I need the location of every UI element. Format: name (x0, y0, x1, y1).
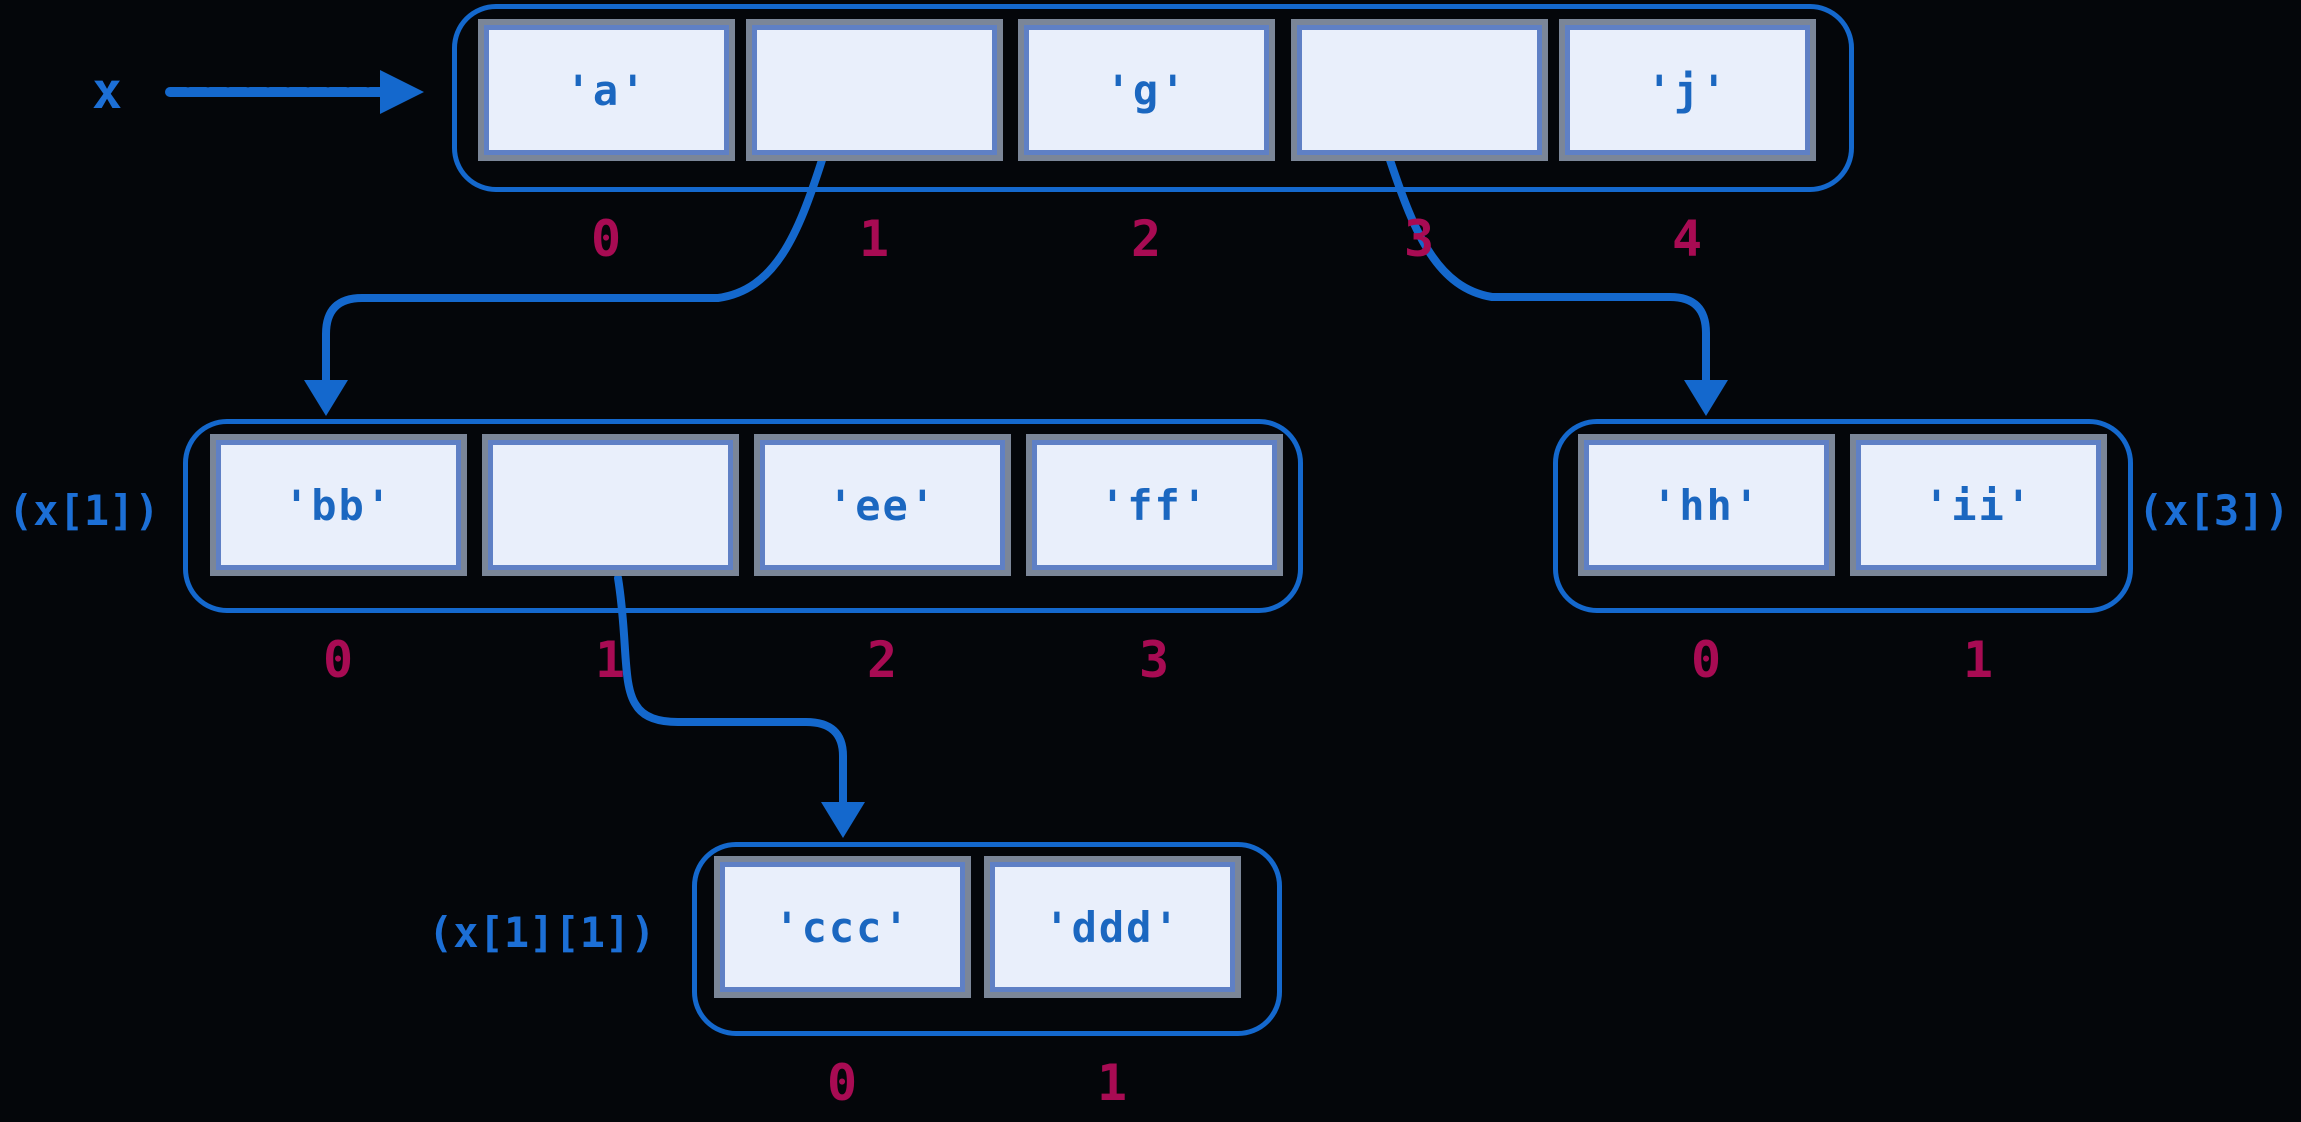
variable-x-label: x (92, 62, 123, 120)
arrow-x1-pointer (304, 156, 826, 416)
list-x-cell-1 (752, 25, 997, 155)
list-x-index-2: 2 (1130, 210, 1162, 268)
list-x11-container (692, 842, 1282, 1036)
list-x11-index-0: 0 (826, 1054, 858, 1112)
list-x-cell-0: 'a' (484, 25, 729, 155)
list-x1-cell-0: 'bb' (216, 440, 461, 570)
list-x-index-1: 1 (858, 210, 890, 268)
list-x-index-0: 0 (590, 210, 622, 268)
list-x3-index-0: 0 (1690, 631, 1722, 689)
arrow-x3-pointer (1386, 156, 1728, 416)
list-x11-index-1: 1 (1096, 1054, 1128, 1112)
list-x-cell-4: 'j' (1565, 25, 1810, 155)
list-x1-index-1: 1 (594, 631, 626, 689)
list-x1-container (183, 419, 1303, 613)
arrow-x11-pointer (614, 574, 865, 838)
list-x1-index-3: 3 (1138, 631, 1170, 689)
list-x3-index-1: 1 (1962, 631, 1994, 689)
list-x1-label: (x[1]) (8, 486, 160, 535)
list-x1-cell-3: 'ff' (1032, 440, 1277, 570)
list-x3-container (1553, 419, 2133, 613)
list-x11-cell-1: 'ddd' (990, 862, 1235, 992)
arrow-x-to-list (165, 70, 424, 114)
list-x11-cell-0: 'ccc' (720, 862, 965, 992)
list-x1-index-2: 2 (866, 631, 898, 689)
list-x1-index-0: 0 (322, 631, 354, 689)
list-x-cell-2: 'g' (1024, 25, 1269, 155)
list-x3-cell-1: 'ii' (1856, 440, 2101, 570)
list-x-index-4: 4 (1671, 210, 1703, 268)
list-x1-cell-2: 'ee' (760, 440, 1005, 570)
list-x3-label: (x[3]) (2138, 486, 2290, 535)
list-x-cell-3 (1297, 25, 1542, 155)
list-x11-label: (x[1][1]) (428, 908, 656, 957)
list-x-container (452, 4, 1854, 192)
list-x1-cell-1 (488, 440, 733, 570)
list-x-index-3: 3 (1403, 210, 1435, 268)
list-x3-cell-0: 'hh' (1584, 440, 1829, 570)
